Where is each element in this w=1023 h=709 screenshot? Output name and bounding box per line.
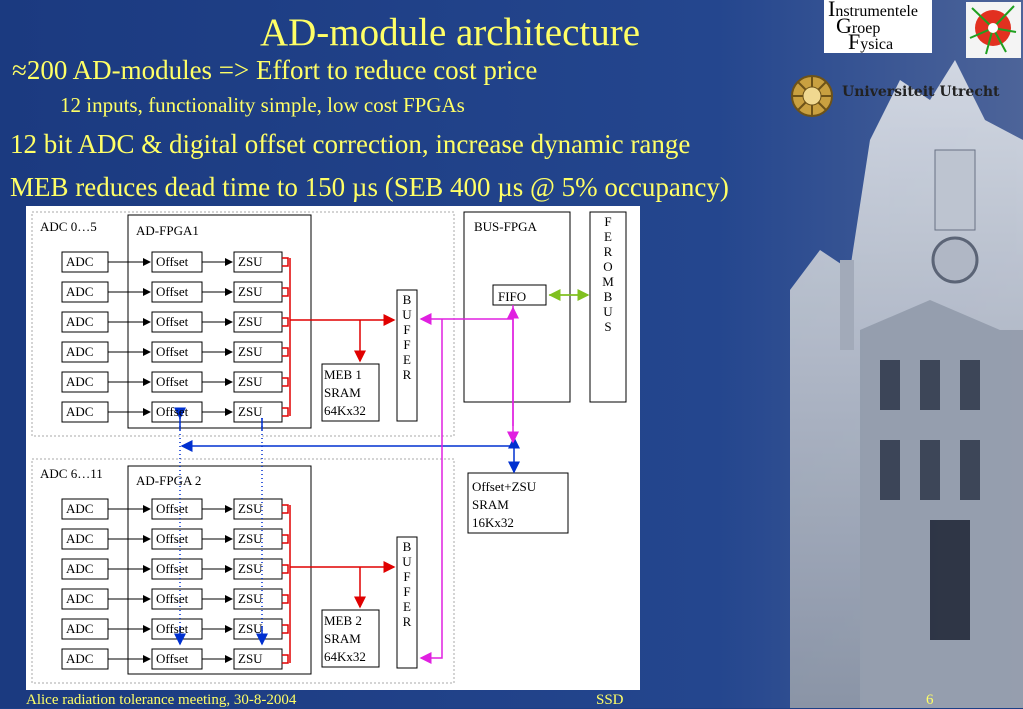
offset-sram-line3: 16Kx32 bbox=[472, 515, 514, 530]
group1-label: ADC 0…5 bbox=[40, 219, 97, 234]
zsu-block-outline bbox=[233, 341, 283, 363]
fpga2-label: AD-FPGA 2 bbox=[136, 473, 202, 488]
zsu-output-line bbox=[282, 347, 289, 357]
offset-block: Offset bbox=[156, 344, 189, 359]
zsu-output-line bbox=[282, 317, 289, 327]
zsu-output-line bbox=[282, 504, 289, 514]
adc-block: ADC bbox=[66, 591, 94, 606]
adc-block: ADC bbox=[66, 284, 94, 299]
zsu-block-outline bbox=[233, 588, 283, 610]
bullet-1: ≈200 AD-modules => Effort to reduce cost… bbox=[12, 55, 538, 85]
offset-block: Offset bbox=[156, 501, 189, 516]
zsu-block-outline bbox=[233, 558, 283, 580]
zsu-output-line bbox=[282, 287, 289, 297]
offset-block: Offset bbox=[156, 651, 189, 666]
zsu-block-outline bbox=[233, 371, 283, 393]
zsu-block: ZSU bbox=[238, 591, 263, 606]
meb2-line2: SRAM bbox=[324, 631, 361, 646]
zsu-block: ZSU bbox=[238, 284, 263, 299]
zsu-block: ZSU bbox=[238, 561, 263, 576]
fifo-label: FIFO bbox=[498, 289, 527, 304]
offset-sram-line2: SRAM bbox=[472, 497, 509, 512]
offset-block: Offset bbox=[156, 591, 189, 606]
meb1-line2: SRAM bbox=[324, 385, 361, 400]
zsu-output-line bbox=[282, 534, 289, 544]
zsu-block: ZSU bbox=[238, 531, 263, 546]
zsu-output-line bbox=[282, 407, 289, 417]
igf-line-2: roep bbox=[851, 20, 881, 37]
igf-cap-f: F bbox=[848, 29, 861, 54]
offset-block: Offset bbox=[156, 374, 189, 389]
zsu-block-outline bbox=[233, 498, 283, 520]
adc-block: ADC bbox=[66, 254, 94, 269]
adc-block: ADC bbox=[66, 621, 94, 636]
diagram-lines bbox=[31, 211, 627, 684]
zsu-block-outline bbox=[233, 648, 283, 670]
offset-block: Offset bbox=[156, 621, 189, 636]
zsu-block: ZSU bbox=[238, 344, 263, 359]
zsu-block-outline bbox=[233, 528, 283, 550]
meb2-line1: MEB 2 bbox=[324, 613, 362, 628]
adc-block: ADC bbox=[66, 501, 94, 516]
fpga1-label: AD-FPGA1 bbox=[136, 223, 199, 238]
bullet-4: MEB reduces dead time to 150 µs (SEB 400… bbox=[10, 172, 729, 202]
adc-block: ADC bbox=[66, 344, 94, 359]
adc-block: ADC bbox=[66, 404, 94, 419]
slide-title: AD-module architecture bbox=[259, 11, 641, 54]
igf-line-1: nstrumentele bbox=[835, 3, 918, 20]
zsu-block: ZSU bbox=[238, 621, 263, 636]
meb2-line3: 64Kx32 bbox=[324, 649, 366, 664]
zsu-block: ZSU bbox=[238, 374, 263, 389]
adc-block: ADC bbox=[66, 374, 94, 389]
zsu-block-outline bbox=[233, 251, 283, 273]
adc-block: ADC bbox=[66, 561, 94, 576]
footer-meeting: Alice radiation tolerance meeting, 30-8-… bbox=[26, 692, 297, 708]
zsu-output-line bbox=[282, 257, 289, 267]
zsu-output-line bbox=[282, 564, 289, 574]
bullet-2: 12 inputs, functionality simple, low cos… bbox=[60, 93, 465, 117]
footer-page-number: 6 bbox=[926, 692, 934, 708]
igf-cap-i: I bbox=[828, 0, 836, 21]
adc-block: ADC bbox=[66, 651, 94, 666]
offset-block: Offset bbox=[156, 561, 189, 576]
buffer2-label: B U F F E R bbox=[402, 539, 412, 629]
zsu-block: ZSU bbox=[238, 501, 263, 516]
uu-name: Universiteit Utrecht bbox=[842, 84, 1000, 100]
igf-line-3: ysica bbox=[860, 36, 894, 53]
igf-logo: Instrumentele Groep Fysica bbox=[824, 0, 932, 53]
meb1-line3: 64Kx32 bbox=[324, 403, 366, 418]
meb1-line1: MEB 1 bbox=[324, 367, 362, 382]
zsu-block: ZSU bbox=[238, 404, 263, 419]
offset-block: Offset bbox=[156, 531, 189, 546]
zsu-block-outline bbox=[233, 281, 283, 303]
zsu-block: ZSU bbox=[238, 651, 263, 666]
footer-center: SSD bbox=[596, 692, 624, 708]
bullet-3: 12 bit ADC & digital offset correction, … bbox=[10, 129, 691, 159]
igf-cap-g: G bbox=[836, 13, 852, 38]
adc-block: ADC bbox=[66, 314, 94, 329]
alice-logo-icon bbox=[966, 2, 1021, 58]
zsu-output-line bbox=[282, 377, 289, 387]
offset-block: Offset bbox=[156, 254, 189, 269]
zsu-block-outline bbox=[233, 311, 283, 333]
zsu-block: ZSU bbox=[238, 254, 263, 269]
zsu-output-line bbox=[282, 594, 289, 604]
ferom-bus-label: F E R O M B U S bbox=[602, 214, 614, 334]
zsu-output-line bbox=[282, 654, 289, 664]
zsu-output-line bbox=[282, 624, 289, 634]
zsu-block-outline bbox=[233, 401, 283, 423]
buffer1-label: B U F F E R bbox=[402, 292, 412, 382]
zsu-block: ZSU bbox=[238, 314, 263, 329]
offset-block: Offset bbox=[156, 314, 189, 329]
offset-block: Offset bbox=[156, 404, 189, 419]
architecture-diagram: ADC 0…5 ADC 6…11 AD-FPGA1 AD-FPGA 2 BUS-… bbox=[26, 206, 640, 690]
offset-block: Offset bbox=[156, 284, 189, 299]
group2-label: ADC 6…11 bbox=[40, 466, 103, 481]
building-photo bbox=[790, 60, 1023, 708]
adc-block: ADC bbox=[66, 531, 94, 546]
offset-sram-line1: Offset+ZSU bbox=[472, 479, 537, 494]
uu-seal-icon bbox=[791, 75, 833, 117]
bus-fpga-label: BUS-FPGA bbox=[474, 219, 537, 234]
